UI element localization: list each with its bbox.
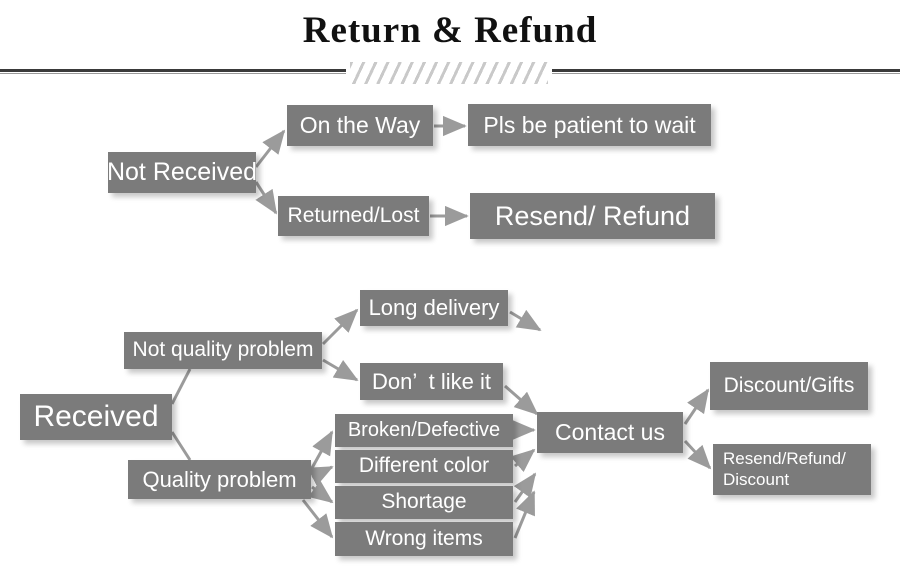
divider-thin-rule-left [0,73,346,74]
divider-hatch-pattern [350,62,548,84]
node-broken-defective[interactable]: Broken/Defective [335,414,513,447]
page-title: Return & Refund [302,10,598,51]
node-wrong-items[interactable]: Wrong items [335,522,513,556]
divider-rule-right [552,69,900,72]
node-resend-refund-discount[interactable]: Resend/Refund/ Discount [713,444,871,495]
node-different-color[interactable]: Different color [335,450,513,483]
node-pls-be-patient-to-wait[interactable]: Pls be patient to wait [468,104,711,146]
node-long-delivery[interactable]: Long delivery [360,290,508,326]
node-shortage[interactable]: Shortage [335,486,513,519]
node-received[interactable]: Received [20,394,172,440]
node-contact-us[interactable]: Contact us [537,412,683,453]
node-resend-refund[interactable]: Resend/ Refund [470,193,715,239]
node-not-received[interactable]: Not Received [108,152,256,193]
decorative-divider [0,60,900,86]
node-discount-gifts[interactable]: Discount/Gifts [710,362,868,410]
node-returned-lost[interactable]: Returned/Lost [278,196,429,236]
node-on-the-way[interactable]: On the Way [287,105,433,146]
divider-thin-rule-right [552,73,900,74]
node-dont-like-it[interactable]: Don’ t like it [360,363,503,400]
node-quality-problem[interactable]: Quality problem [128,460,311,499]
node-not-quality-problem[interactable]: Not quality problem [124,332,322,369]
divider-rule-left [0,69,346,72]
